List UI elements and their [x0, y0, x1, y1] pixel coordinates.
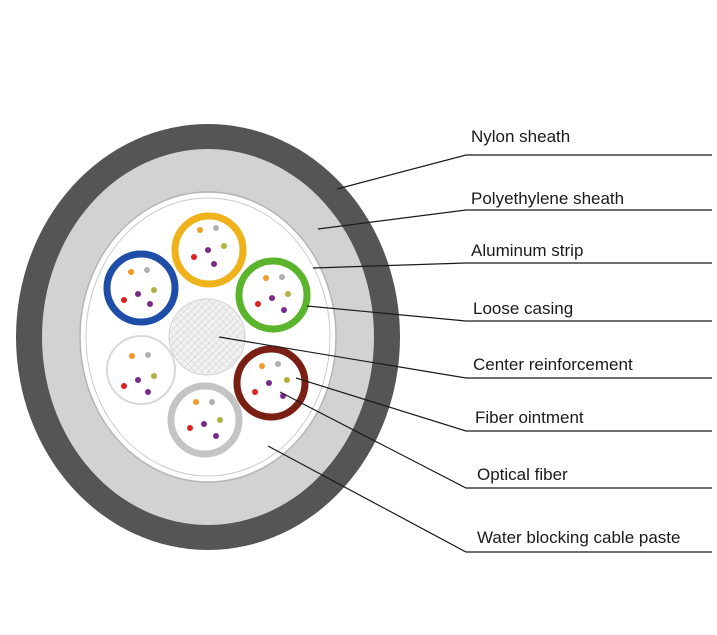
- fiber-dot: [211, 261, 217, 267]
- loose-tube-white: [106, 335, 176, 405]
- fiber-dot: [121, 297, 127, 303]
- label-fiber-ointment: Fiber ointment: [475, 408, 584, 427]
- fiber-dot: [151, 373, 157, 379]
- fiber-dot: [129, 353, 135, 359]
- fiber-dot: [284, 377, 290, 383]
- leader-nylon-sheath: [336, 154, 712, 190]
- fiber-dot: [151, 287, 157, 293]
- fiber-dot: [197, 227, 203, 233]
- fiber-dot: [213, 225, 219, 231]
- leader-optical-fiber: [279, 391, 712, 489]
- fiber-dot: [147, 301, 153, 307]
- leader-fiber-ointment: [295, 377, 712, 432]
- fiber-dot: [128, 269, 134, 275]
- leader-center-reinforcement: [218, 336, 712, 379]
- fiber-dot: [221, 243, 227, 249]
- fiber-dot: [191, 254, 197, 260]
- loose-tube-blue: [103, 250, 179, 326]
- fiber-dot: [144, 267, 150, 273]
- label-loose-casing: Loose casing: [473, 299, 573, 318]
- loose-tube-green: [235, 257, 311, 333]
- fiber-dot: [266, 380, 272, 386]
- fiber-dot: [275, 361, 281, 367]
- fiber-dot: [252, 389, 258, 395]
- fiber-dot: [205, 247, 211, 253]
- fiber-dot: [217, 417, 223, 423]
- fiber-dot: [121, 383, 127, 389]
- leader-lines: [218, 154, 712, 553]
- fiber-dot: [279, 274, 285, 280]
- fiber-dot: [259, 363, 265, 369]
- label-water-blocking-cable-paste: Water blocking cable paste: [477, 528, 680, 547]
- label-aluminum-strip: Aluminum strip: [471, 241, 583, 260]
- label-polyethylene-sheath: Polyethylene sheath: [471, 189, 624, 208]
- fiber-dot: [193, 399, 199, 405]
- fiber-dot: [135, 291, 141, 297]
- fiber-dot: [263, 275, 269, 281]
- label-nylon-sheath: Nylon sheath: [471, 127, 570, 146]
- fiber-dot: [285, 291, 291, 297]
- center-reinforcement-hatch-cross: [170, 300, 244, 374]
- loose-tube-grey: [167, 382, 243, 458]
- fiber-dot: [209, 399, 215, 405]
- leader-loose-casing: [306, 305, 712, 322]
- fiber-dot: [269, 295, 275, 301]
- optical-fibers: [121, 225, 291, 439]
- fiber-dot: [255, 301, 261, 307]
- fiber-dot: [187, 425, 193, 431]
- fiber-dot: [135, 377, 141, 383]
- fiber-dot: [281, 307, 287, 313]
- fiber-dot: [145, 389, 151, 395]
- leader-polyethylene-sheath: [317, 209, 712, 230]
- fiber-dot: [201, 421, 207, 427]
- leader-water-blocking-cable-paste: [267, 445, 712, 553]
- leader-aluminum-strip: [312, 262, 712, 269]
- fiber-dot: [145, 352, 151, 358]
- label-optical-fiber: Optical fiber: [477, 465, 568, 484]
- fiber-dot: [213, 433, 219, 439]
- label-center-reinforcement: Center reinforcement: [473, 355, 633, 374]
